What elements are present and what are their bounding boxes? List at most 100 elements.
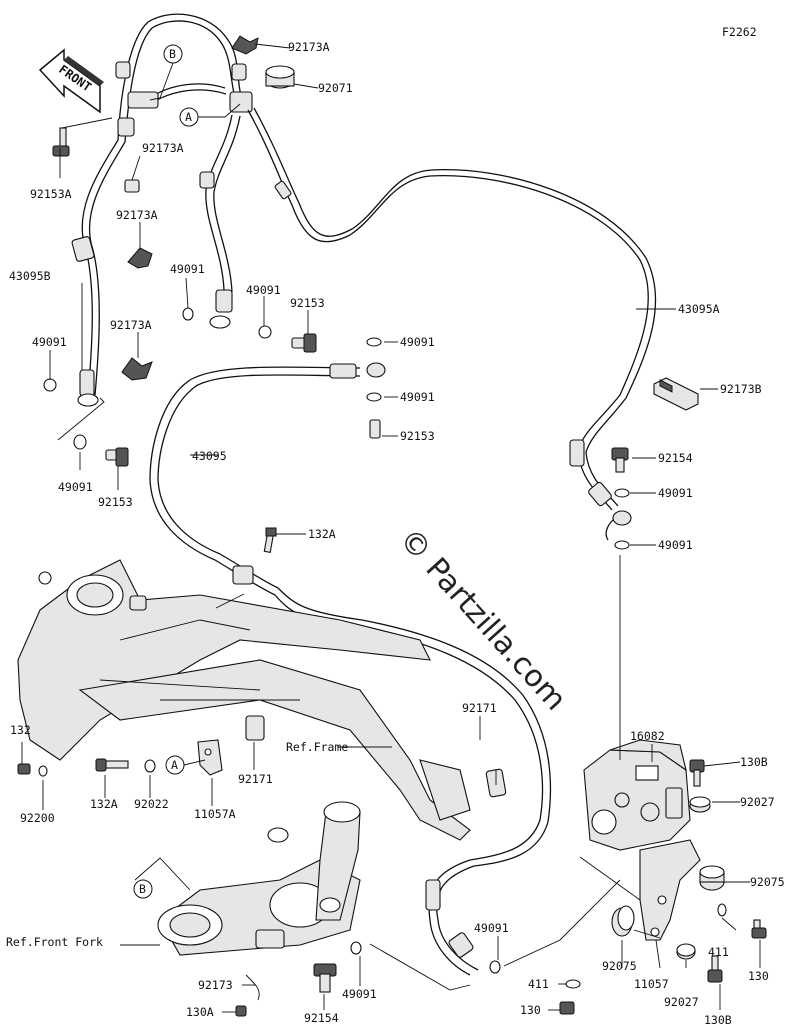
brake-hose-43095A xyxy=(247,107,657,541)
label-92171-2: 92171 xyxy=(462,701,497,715)
label-92173B: 92173B xyxy=(720,382,762,396)
bolt-130B-bottom xyxy=(707,955,723,983)
washer-92200 xyxy=(38,765,48,777)
label-43095: 43095 xyxy=(192,449,227,463)
label-132A-2: 132A xyxy=(90,797,118,811)
label-ref-front-fork: Ref.Front Fork xyxy=(6,935,103,949)
figure-code: F2262 xyxy=(722,25,757,39)
label-92153-3: 92153 xyxy=(98,495,133,509)
grommet-92071 xyxy=(265,65,295,89)
damper-92027-bottom xyxy=(676,943,696,960)
label-92173A-4: 92173A xyxy=(110,318,152,332)
clamp-92173A-2 xyxy=(124,179,140,193)
clamp-92173A-4 xyxy=(121,357,153,381)
label-92153A: 92153A xyxy=(30,187,72,201)
washer-92022 xyxy=(144,759,156,773)
callout-b-top-label: B xyxy=(169,47,176,61)
label-49091-8: 49091 xyxy=(658,538,693,552)
bolt-92153A xyxy=(52,127,70,157)
bolt-130B-top xyxy=(689,759,705,787)
front-arrow-icon: FRONT xyxy=(38,48,104,114)
callout-b-bottom-label: B xyxy=(139,882,146,896)
label-49091-2: 49091 xyxy=(170,262,205,276)
banjo-fitting-center xyxy=(366,337,386,439)
label-11057: 11057 xyxy=(634,977,669,991)
grommet-92075-left xyxy=(611,905,635,937)
clamp-92173A-3 xyxy=(127,247,153,269)
brake-hose-upper-short xyxy=(115,61,253,329)
label-92173A-2: 92173A xyxy=(142,141,184,155)
label-43095A: 43095A xyxy=(678,302,720,316)
bolt-130A xyxy=(235,1005,247,1017)
bolt-92153-b xyxy=(105,447,129,467)
washer-49091-right xyxy=(612,488,632,550)
label-92153-2: 92153 xyxy=(400,429,435,443)
front-fork-steering-stem xyxy=(157,801,361,1001)
label-92027-1: 92027 xyxy=(740,795,775,809)
clamp-92173A-top xyxy=(231,35,259,55)
label-92154-1: 92154 xyxy=(658,451,693,465)
bracket-11057 xyxy=(639,839,701,941)
label-92173: 92173 xyxy=(198,978,233,992)
bolt-130-right xyxy=(751,919,767,939)
washer-49091-a xyxy=(182,307,194,321)
damper-92027-top xyxy=(689,796,711,813)
brake-hose-43095B xyxy=(71,13,243,407)
washer-49091-c xyxy=(43,378,57,392)
callout-a-bottom: A xyxy=(165,755,206,775)
bolt-92154-bottom xyxy=(313,963,337,993)
label-411-1: 411 xyxy=(708,945,729,959)
label-49091-9: 49091 xyxy=(474,921,509,935)
label-49091-6: 49091 xyxy=(58,480,93,494)
label-ref-frame: Ref.Frame xyxy=(286,740,348,754)
bolt-92153-a xyxy=(291,333,317,353)
callout-a-top-label: A xyxy=(185,110,192,124)
bracket-11057A xyxy=(197,739,223,776)
washer-49091-b xyxy=(258,325,272,339)
label-132: 132 xyxy=(10,723,31,737)
callout-a-top: A xyxy=(179,103,241,127)
label-49091-3: 49091 xyxy=(246,283,281,297)
label-92027-2: 92027 xyxy=(664,995,699,1009)
label-92173A-1: 92173A xyxy=(288,40,330,54)
washer-411-right xyxy=(717,903,727,917)
label-132A-1: 132A xyxy=(308,527,336,541)
label-411-2: 411 xyxy=(528,977,549,991)
bolt-132A-top xyxy=(263,527,277,554)
label-130A: 130A xyxy=(186,1005,214,1019)
watermark: © Partzilla.com xyxy=(392,522,573,717)
bolt-92154-right xyxy=(611,447,629,473)
label-130B-1: 130B xyxy=(740,755,768,769)
grommet-92075-right xyxy=(699,865,725,891)
label-92022: 92022 xyxy=(134,797,169,811)
label-92153-1: 92153 xyxy=(290,296,325,310)
washer-411-bottom xyxy=(565,979,581,989)
callout-a-bottom-label: A xyxy=(171,758,178,772)
part-labels: 92173A 92071 92153A 92173A 92173A 43095B… xyxy=(6,40,785,1027)
label-49091-10: 49091 xyxy=(342,987,377,1001)
label-49091-4: 49091 xyxy=(400,335,435,349)
label-11057A: 11057A xyxy=(194,807,236,821)
label-92075-1: 92075 xyxy=(750,875,785,889)
bolt-130-bottom xyxy=(559,1001,575,1015)
label-130-1: 130 xyxy=(748,969,769,983)
label-49091-5: 49091 xyxy=(400,390,435,404)
label-130B-2: 130B xyxy=(704,1013,732,1027)
label-49091-7: 49091 xyxy=(658,486,693,500)
label-92171-1: 92171 xyxy=(238,772,273,786)
label-130-2: 130 xyxy=(520,1003,541,1017)
label-92075-2: 92075 xyxy=(602,959,637,973)
label-92071: 92071 xyxy=(318,81,353,95)
clamp-92173B xyxy=(653,377,699,411)
bolt-132 xyxy=(17,763,31,775)
bolt-132A-bottom xyxy=(95,758,129,772)
abs-unit-16082 xyxy=(583,739,691,851)
callout-b-top: B xyxy=(149,44,183,101)
label-49091-1: 49091 xyxy=(32,335,67,349)
label-43095B: 43095B xyxy=(9,269,51,283)
label-16082: 16082 xyxy=(630,729,665,743)
leader-lines xyxy=(21,43,761,1013)
washer-49091-bottom xyxy=(350,941,501,974)
